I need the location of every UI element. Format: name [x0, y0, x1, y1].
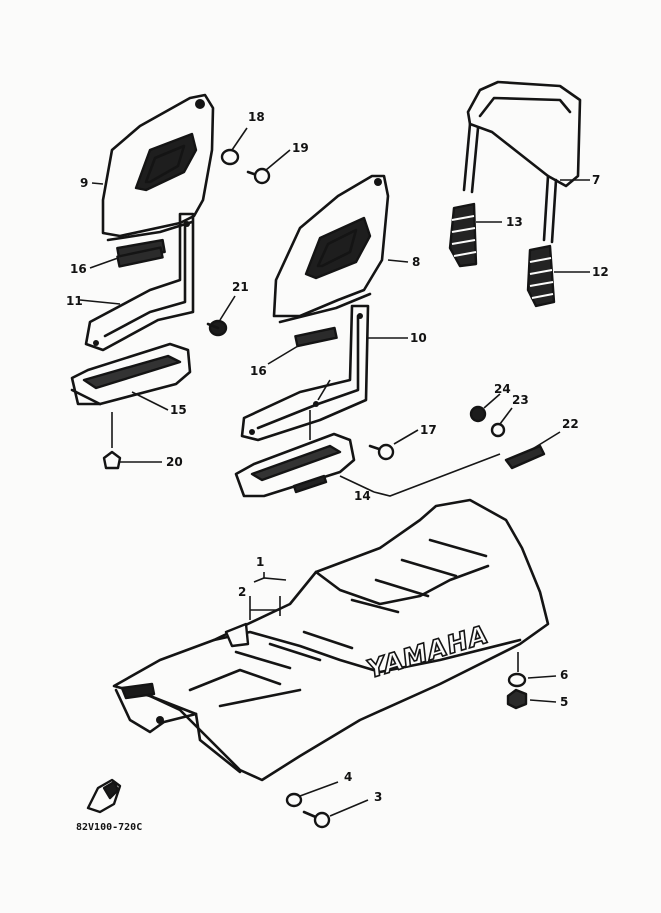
- left-side-cover: [101, 93, 215, 242]
- callout-18: 18: [248, 110, 265, 124]
- callout-3: 3: [374, 790, 383, 804]
- left-footrest-pad: [70, 342, 192, 406]
- nut-5: [506, 688, 528, 710]
- washer-4: [285, 792, 303, 808]
- callout-2: 2: [238, 585, 247, 599]
- seat-assembly: [112, 498, 550, 782]
- bolt-3: [302, 810, 331, 829]
- callout-20: 20: [166, 455, 183, 469]
- callout-10: 10: [410, 331, 427, 345]
- fastener-17: [368, 443, 395, 461]
- right-spacer: [294, 326, 338, 348]
- callout-7: 7: [592, 173, 601, 187]
- callout-16-right: 16: [250, 364, 267, 378]
- callout-13: 13: [506, 215, 523, 229]
- callout-22: 22: [562, 417, 579, 431]
- left-spacer: [116, 246, 164, 268]
- fastener-18: [220, 148, 240, 166]
- rubber-boot-12: [526, 244, 556, 308]
- left-bracket: [84, 212, 195, 352]
- right-footrest-pad: [234, 432, 356, 498]
- callout-17: 17: [420, 423, 437, 437]
- fastener-21: [206, 319, 228, 337]
- callout-14: 14: [354, 489, 371, 503]
- callout-15: 15: [170, 403, 187, 417]
- callout-6: 6: [560, 668, 569, 682]
- backrest: [462, 80, 582, 244]
- callout-12: 12: [592, 265, 609, 279]
- callout-11: 11: [66, 294, 83, 308]
- fastener-24: [469, 405, 487, 423]
- leader-lines: [79, 127, 590, 817]
- callout-9: 9: [80, 176, 89, 190]
- catalog-code: 82V100-720C: [76, 822, 143, 833]
- rubber-boot-13: [448, 202, 478, 268]
- right-bracket: [240, 304, 370, 442]
- washer-6: [507, 672, 527, 688]
- callout-24: 24: [494, 382, 511, 396]
- callout-1: 1: [256, 555, 265, 569]
- callout-21: 21: [232, 280, 249, 294]
- fastener-20: [102, 450, 122, 470]
- callout-8: 8: [412, 255, 421, 269]
- callout-19: 19: [292, 141, 309, 155]
- callout-16-left: 16: [70, 262, 87, 276]
- fastener-19: [246, 167, 271, 185]
- callout-23: 23: [512, 393, 529, 407]
- right-side-cover: [272, 174, 390, 324]
- callout-5: 5: [560, 695, 569, 709]
- callout-4: 4: [344, 770, 353, 784]
- front-arrow-icon: [86, 778, 122, 814]
- washer-23: [490, 422, 506, 438]
- bolt-22: [504, 444, 546, 470]
